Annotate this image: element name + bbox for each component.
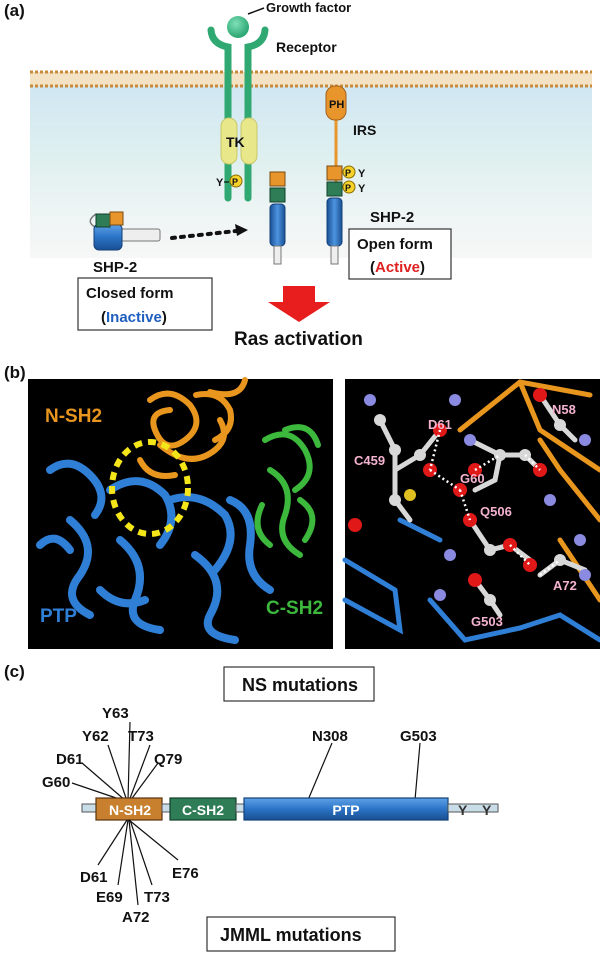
residue-d61: D61 <box>428 417 452 432</box>
jmml-mutations-title: JMML mutations <box>220 925 362 945</box>
shp2-bound-receptor <box>269 171 286 265</box>
ns-mutation-n308: N308 <box>312 728 348 745</box>
shp2-closed-title: SHP-2 <box>93 259 137 276</box>
jmml-mutation-d61: D61 <box>80 869 108 886</box>
ns-mutation-d61: D61 <box>56 751 84 768</box>
growth-factor-label: Growth factor <box>266 0 351 15</box>
hydrogen-bonds <box>428 429 561 576</box>
growth-factor-icon <box>227 16 249 38</box>
irs-y-label-2: Y <box>358 183 366 195</box>
tk-domain-right <box>240 117 258 165</box>
ptp-label: PTP <box>40 606 77 627</box>
inactive-label: (Inactive) <box>101 309 167 326</box>
residue-n58: N58 <box>552 402 576 417</box>
n-terminal-linker <box>81 803 97 813</box>
backbone-traces <box>342 379 600 643</box>
n-sh2-label: N-SH2 <box>45 406 102 427</box>
irs-p-label-1: P <box>345 168 351 178</box>
irs-phospho-icon-1 <box>342 165 356 179</box>
ns-line-n308 <box>307 742 333 801</box>
domain-c-sh2-label: C-SH2 <box>182 802 224 818</box>
open-form-box <box>348 228 452 280</box>
ns-mutation-g503: G503 <box>400 728 437 745</box>
residue-g60: G60 <box>460 471 485 486</box>
panel-b-label: (b) <box>4 363 26 382</box>
dotted-arrow-head-icon <box>235 224 248 236</box>
active-label: (Active) <box>370 259 425 276</box>
irs-y-label-1: Y <box>358 168 366 180</box>
receptor-icon <box>207 26 269 202</box>
shp2-bound-irs <box>326 165 343 265</box>
cytoplasm-background <box>30 80 592 258</box>
shp2-open-title: SHP-2 <box>370 209 414 226</box>
c-sh2-ribbon <box>254 424 321 558</box>
activation-dotted-arrow <box>170 229 238 240</box>
atom-spheres <box>348 388 591 606</box>
irs-p-label-2: P <box>345 183 351 193</box>
shp2-closed-icon <box>89 211 161 251</box>
c-sh2-label: C-SH2 <box>266 598 323 619</box>
jmml-mutation-e76: E76 <box>172 865 199 882</box>
receptor-phospho-icon <box>229 174 243 188</box>
ns-mutation-y63: Y63 <box>102 705 129 722</box>
jmml-mutation-e69: E69 <box>96 889 123 906</box>
ns-mutation-g60: G60 <box>42 774 70 791</box>
residue-c459: C459 <box>354 453 385 468</box>
domain-ptp-label: PTP <box>332 802 359 818</box>
jmml-mutations-box <box>206 916 396 952</box>
tail-y-1: Y <box>458 802 468 818</box>
ns-mutations-box <box>223 666 375 702</box>
residue-a72: A72 <box>553 578 577 593</box>
ras-activation-label: Ras activation <box>234 329 363 350</box>
irs-phospho-icon-2 <box>342 180 356 194</box>
ns-line-g503 <box>414 742 421 801</box>
growth-factor-pointer <box>247 7 265 15</box>
ns-mutation-q79: Q79 <box>154 751 182 768</box>
open-form-label: Open form <box>357 236 433 253</box>
tk-domain-left <box>220 117 238 165</box>
linker-2 <box>235 803 245 813</box>
residue-q506: Q506 <box>480 504 512 519</box>
jmml-mutation-t73: T73 <box>144 889 170 906</box>
receptor-p-label: P <box>232 177 238 187</box>
ns-sh2-mutation-lines <box>71 721 159 802</box>
cell-membrane <box>30 70 592 88</box>
residue-g503: G503 <box>471 614 503 629</box>
domain-n-sh2-label: N-SH2 <box>109 802 151 818</box>
linker-1 <box>161 803 171 813</box>
active-site-circle <box>109 439 191 537</box>
receptor-label: Receptor <box>276 39 337 55</box>
c-terminal-tail <box>447 803 499 813</box>
jmml-mutation-a72: A72 <box>122 909 150 926</box>
ptp-ribbon <box>36 459 274 644</box>
ph-label: PH <box>329 99 344 111</box>
ns-mutation-t73: T73 <box>128 728 154 745</box>
tk-label: TK <box>226 134 245 150</box>
tail-y-2: Y <box>482 802 492 818</box>
panel-c-label: (c) <box>4 662 25 681</box>
ns-mutation-y62: Y62 <box>82 728 109 745</box>
panel-a-label: (a) <box>4 1 25 20</box>
ns-mutations-title: NS mutations <box>242 675 358 695</box>
irs-label: IRS <box>353 122 376 138</box>
closed-form-box <box>77 277 213 331</box>
receptor-y-label: Y <box>216 177 224 189</box>
closed-form-label: Closed form <box>86 285 174 302</box>
ras-activation-arrow-icon <box>268 286 330 322</box>
jmml-mutation-lines <box>97 819 179 906</box>
